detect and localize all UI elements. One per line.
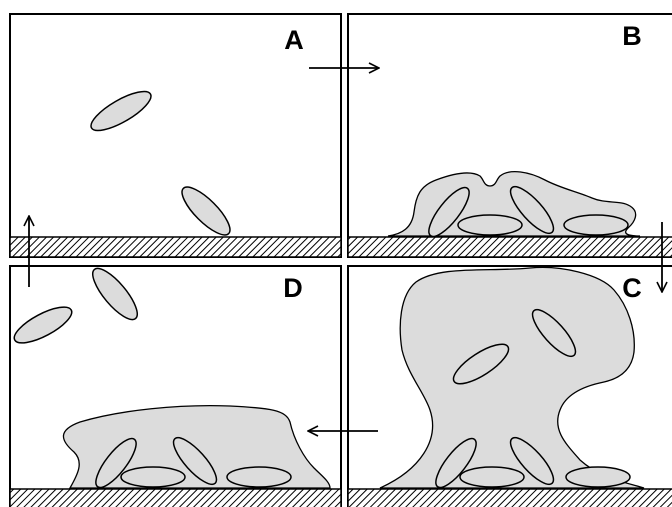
cell xyxy=(227,467,291,487)
panel-d: D xyxy=(10,262,341,507)
cell xyxy=(460,467,524,487)
panel-b-substrate xyxy=(348,237,672,257)
cell xyxy=(458,215,522,235)
panel-c-substrate xyxy=(348,489,672,507)
cell xyxy=(121,467,185,487)
panel-d-substrate xyxy=(10,489,341,507)
cell xyxy=(564,215,628,235)
panel-c-label: C xyxy=(622,273,642,303)
panel-b: B xyxy=(348,14,672,257)
panel-a: A xyxy=(10,14,341,257)
panel-a-substrate xyxy=(10,237,341,257)
panel-c: C xyxy=(348,266,672,507)
panel-b-label: B xyxy=(622,21,642,51)
panel-d-label: D xyxy=(283,273,303,303)
cell xyxy=(566,467,630,487)
panel-a-label: A xyxy=(284,25,304,55)
